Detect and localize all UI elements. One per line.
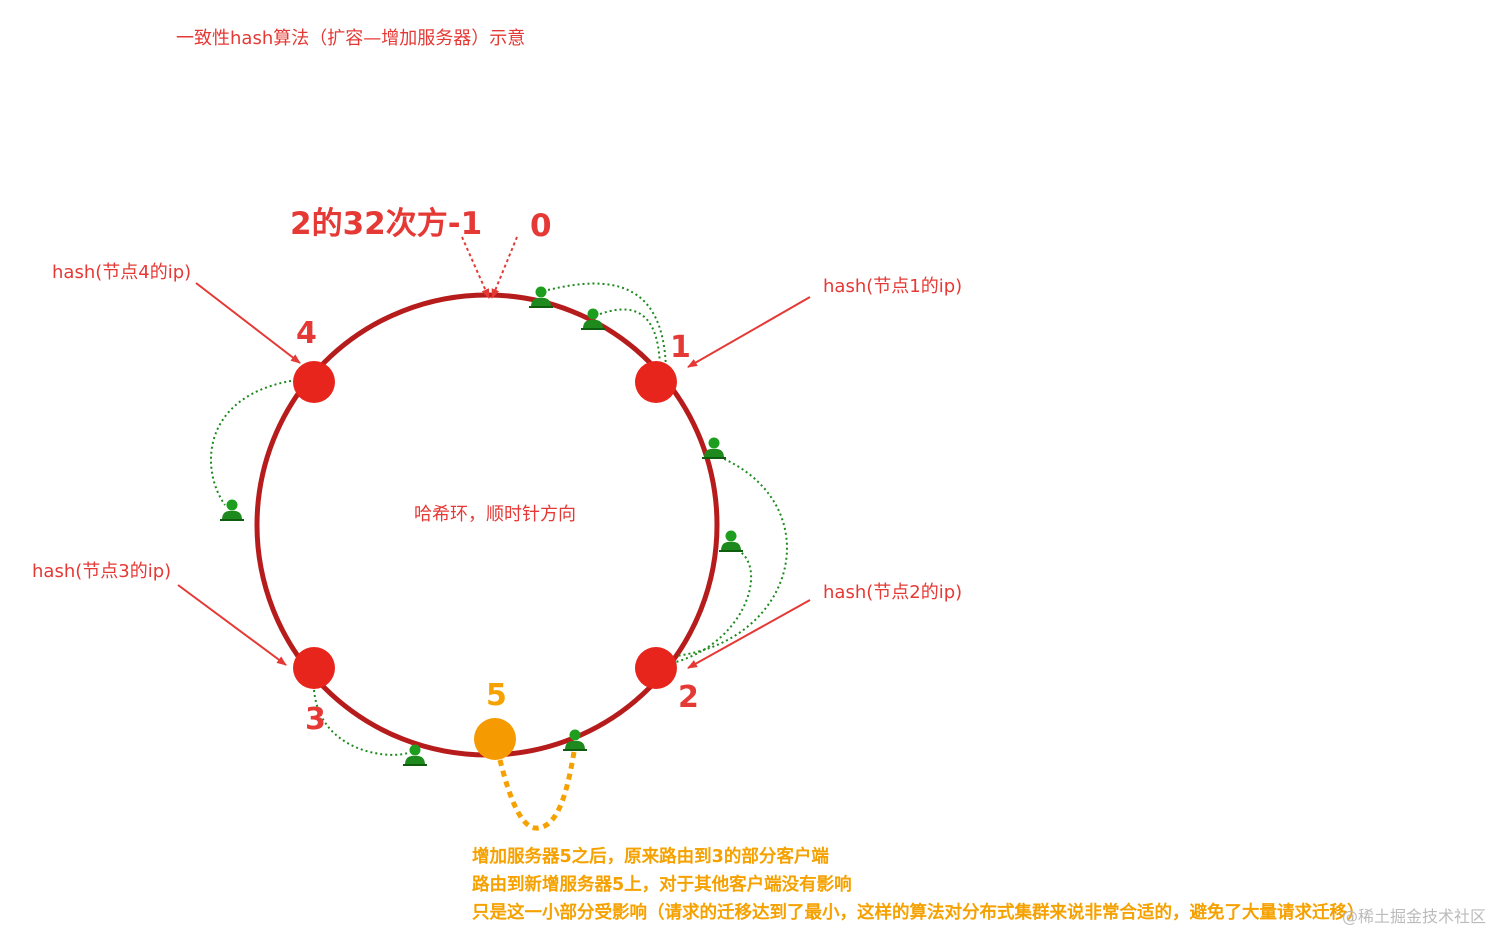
node-1-label: 1	[670, 330, 691, 365]
node-1	[635, 361, 677, 403]
max-hash-label: 2的32次方-1	[290, 206, 483, 242]
watermark: @稀土掘金技术社区	[1341, 907, 1486, 926]
route-c5-n4	[209, 379, 297, 506]
zero-point-arrow	[491, 236, 518, 299]
hash-node1-label: hash(节点1的ip)	[823, 276, 963, 297]
zero-hash-label: 0	[530, 208, 552, 244]
user-icon	[220, 499, 244, 521]
node-5	[474, 718, 516, 760]
route-c4-n2	[675, 547, 753, 663]
hash-node3-label: hash(节点3的ip)	[32, 561, 172, 582]
note-line: 路由到新增服务器5上，对于其他客户端没有影响	[472, 875, 852, 895]
note-line: 只是这一小部分受影响（请求的迁移达到了最小，这样的算法对分布式集群来说非常合适的…	[472, 903, 1365, 923]
node-4-label: 4	[296, 316, 317, 351]
note-line: 增加服务器5之后，原来路由到3的部分客户端	[472, 847, 829, 867]
hash-node1-arrow	[687, 296, 811, 368]
hash-node2-label: hash(节点2的ip)	[823, 582, 963, 603]
user-icon	[719, 530, 743, 552]
page-title: 一致性hash算法（扩容—增加服务器）示意	[176, 28, 526, 49]
hash-node2-arrow	[687, 599, 811, 669]
hash-node4-arrow	[195, 282, 301, 364]
node-3	[293, 647, 335, 689]
node-3-label: 3	[305, 702, 326, 737]
route-c6-n3	[313, 689, 411, 756]
node-4	[293, 361, 335, 403]
node-5-label: 5	[486, 678, 507, 713]
node-2-label: 2	[678, 680, 699, 715]
hash-node3-arrow	[177, 584, 287, 666]
node-2	[635, 647, 677, 689]
client-routes	[209, 282, 788, 756]
ring-label: 哈希环，顺时针方向	[414, 504, 576, 525]
notes: 增加服务器5之后，原来路由到3的部分客户端 路由到新增服务器5上，对于其他客户端…	[472, 843, 1365, 927]
max-point-arrow	[461, 236, 490, 299]
hash-node4-label: hash(节点4的ip)	[52, 262, 192, 283]
route-c7-n5	[497, 751, 577, 831]
